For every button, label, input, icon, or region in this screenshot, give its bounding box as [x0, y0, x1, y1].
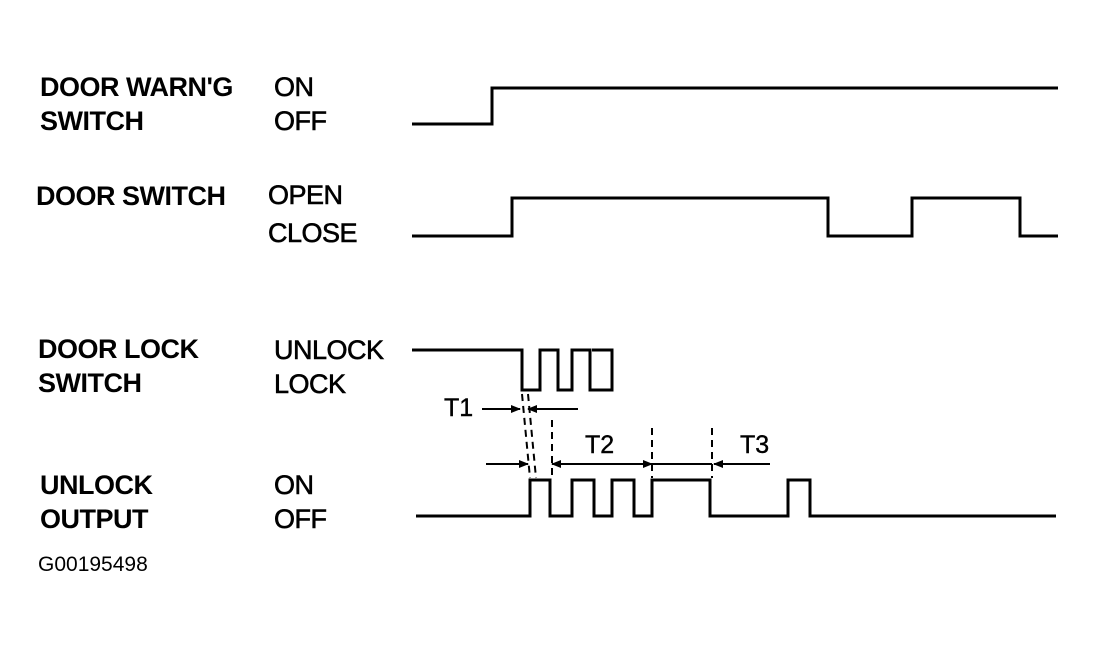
state-labels-door-warning-switch: ON OFF [274, 70, 328, 138]
signal-name-door-switch: DOOR SWITCH [36, 179, 226, 213]
signal-name-door-lock-switch: DOOR LOCK SWITCH [38, 332, 199, 400]
signal-name-line1: UNLOCK [40, 470, 153, 500]
waveform-door-warning-switch [412, 86, 1058, 126]
waveform-door-lock-switch [412, 348, 614, 392]
timing-label-t3: T3 [740, 431, 770, 459]
signal-name-line2: SWITCH [40, 106, 144, 136]
timing-label-t1: T1 [444, 394, 474, 422]
timing-label-t2: T2 [585, 431, 615, 459]
dashed-reference-line [521, 393, 531, 479]
signal-name-line1: DOOR SWITCH [36, 181, 226, 211]
waveform-door-switch [412, 196, 1058, 238]
state-labels-door-lock-switch: UNLOCK LOCK [274, 333, 385, 401]
state-high-label: UNLOCK [274, 335, 385, 366]
state-low-label: OFF [274, 106, 328, 137]
signal-name-line2: SWITCH [38, 368, 142, 398]
state-low-label: CLOSE [268, 218, 358, 249]
signal-name-unlock-output: UNLOCK OUTPUT [40, 468, 153, 536]
state-labels-door-switch: OPEN CLOSE [268, 178, 358, 250]
state-low-label: OFF [274, 504, 328, 535]
figure-id: G00195498 [38, 553, 148, 576]
signal-name-line1: DOOR WARN'G [40, 72, 233, 102]
signal-name-door-warning-switch: DOOR WARN'G SWITCH [40, 70, 233, 138]
waveform-unlock-output [416, 478, 1056, 518]
state-high-label: ON [274, 72, 315, 103]
state-high-label: ON [274, 470, 315, 501]
dashed-reference-line [527, 393, 537, 479]
state-high-label: OPEN [268, 180, 344, 211]
signal-name-line2: OUTPUT [40, 504, 148, 534]
state-labels-unlock-output: ON OFF [274, 468, 328, 536]
state-low-label: LOCK [274, 369, 347, 400]
signal-name-line1: DOOR LOCK [38, 334, 199, 364]
